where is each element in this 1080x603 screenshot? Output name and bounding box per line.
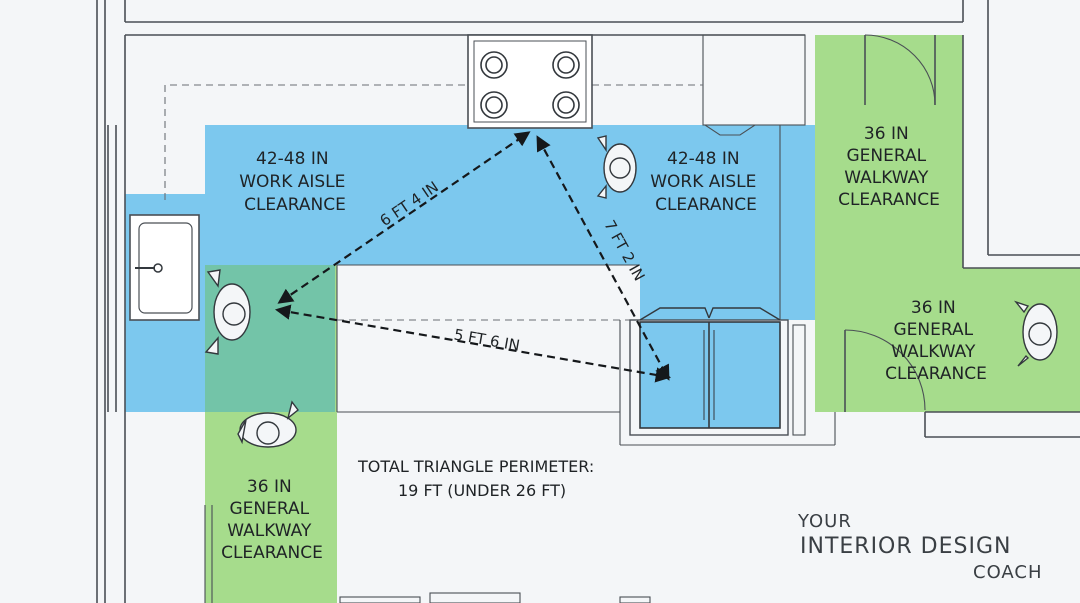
stove-icon (467, 34, 593, 129)
dim-sink-to-fridge: 5 FT 6 IN (453, 325, 522, 354)
zone-label-work-aisle-right: 42-48 IN WORK AISLE CLEARANCE (650, 149, 762, 215)
person-icon-walkway-right (1013, 300, 1058, 367)
total-perimeter-title: TOTAL TRIANGLE PERIMETER: (357, 457, 594, 476)
brand-line-1: YOUR (797, 511, 852, 532)
arrow-sink-to-fridge (274, 304, 672, 383)
brand-line-2: INTERIOR DESIGN (800, 534, 1011, 559)
work-triangle (274, 131, 672, 383)
walls (96, 0, 1080, 603)
person-icon-walkway-bottom (237, 400, 299, 448)
zone-label-walkway-right: 36 IN GENERAL WALKWAY CLEARANCE (885, 298, 987, 384)
arrow-sink-to-stove (277, 131, 531, 304)
door-top (864, 34, 936, 106)
zone-label-walkway-bottom-left: 36 IN GENERAL WALKWAY CLEARANCE (221, 477, 323, 563)
brand-line-3: COACH (973, 562, 1043, 583)
zone-label-walkway-top-right: 36 IN GENERAL WALKWAY CLEARANCE (838, 124, 940, 210)
total-perimeter-value: 19 FT (UNDER 26 FT) (398, 481, 566, 500)
person-icon-sink (204, 269, 251, 355)
refrigerator-icon (629, 307, 789, 436)
door-right (844, 329, 926, 412)
sink-icon (129, 214, 200, 321)
zone-label-work-aisle-left: 42-48 IN WORK AISLE CLEARANCE (239, 149, 351, 215)
